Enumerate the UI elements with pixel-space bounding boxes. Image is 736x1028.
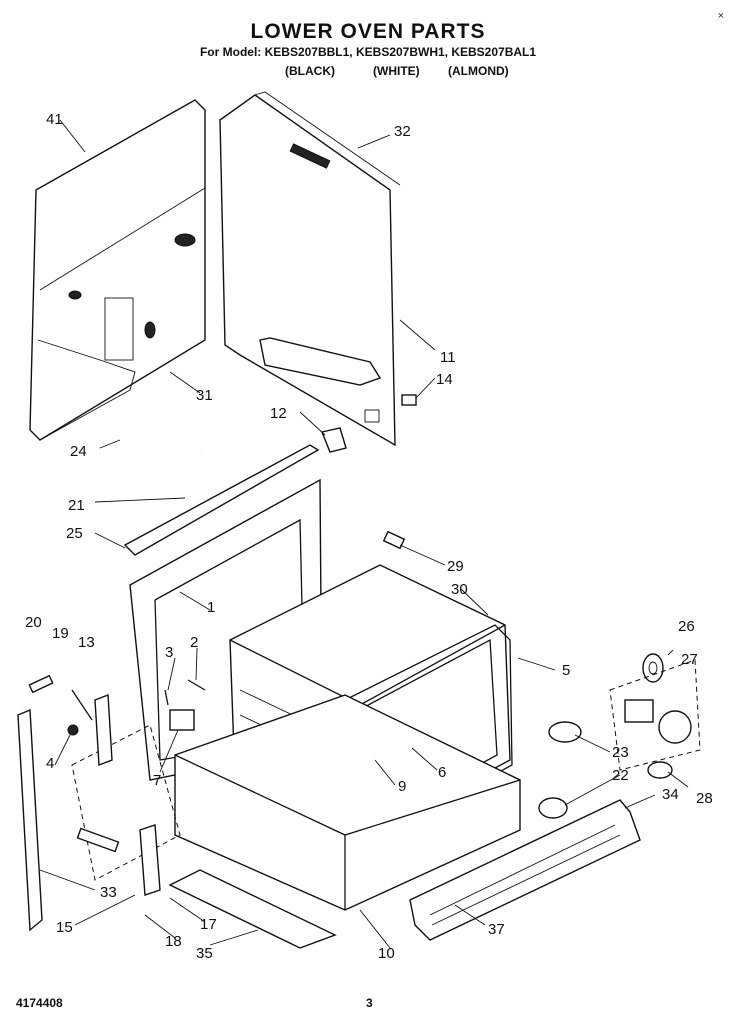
part-37-kick-panel[interactable] <box>409 799 641 941</box>
document-id: 4174408 <box>16 996 63 1010</box>
part-22-element[interactable] <box>538 797 568 819</box>
callout-37: 37 <box>488 921 505 938</box>
callout-2: 2 <box>190 634 198 651</box>
part-13-bracket[interactable] <box>94 694 113 766</box>
callout-19: 19 <box>52 625 69 642</box>
callout-14: 14 <box>436 371 453 388</box>
model-list: For Model: KEBS207BBL1, KEBS207BWH1, KEB… <box>199 45 537 59</box>
callout-7: 7 <box>153 772 161 789</box>
callout-18: 18 <box>165 933 182 950</box>
callout-4: 4 <box>46 755 54 772</box>
part-7-bracket[interactable] <box>169 709 195 731</box>
callout-30: 30 <box>451 581 468 598</box>
callout-23: 23 <box>612 744 629 761</box>
part-23-cap[interactable] <box>548 721 582 743</box>
callout-17: 17 <box>200 916 217 933</box>
callout-5: 5 <box>562 662 570 679</box>
callout-3: 3 <box>165 644 173 661</box>
hinge-assembly[interactable] <box>71 724 181 896</box>
page-number: 3 <box>366 996 373 1010</box>
variant-almond: (ALMOND) <box>448 64 509 78</box>
callout-22: 22 <box>612 767 629 784</box>
callout-6: 6 <box>438 764 446 781</box>
part-3-screw[interactable] <box>164 689 169 706</box>
callout-26: 26 <box>678 618 695 635</box>
part-41-rear-panel[interactable] <box>29 99 206 441</box>
page-title: LOWER OVEN PARTS <box>250 20 486 43</box>
part-32-rear-wall[interactable] <box>219 91 401 447</box>
part-10-base[interactable] <box>174 694 521 911</box>
callout-12: 12 <box>270 405 287 422</box>
part-19-pin[interactable] <box>71 689 93 721</box>
part-33-side-trim[interactable] <box>17 708 43 932</box>
callout-10: 10 <box>378 945 395 962</box>
callout-15: 15 <box>56 919 73 936</box>
callout-20: 20 <box>25 614 42 631</box>
callout-35: 35 <box>196 945 213 962</box>
callout-9: 9 <box>398 778 406 795</box>
callout-27: 27 <box>681 651 698 668</box>
close-icon[interactable]: × <box>717 10 724 22</box>
leader-lines <box>39 119 689 949</box>
callout-24: 24 <box>70 443 87 460</box>
callout-13: 13 <box>78 634 95 651</box>
callout-28: 28 <box>696 790 713 807</box>
callout-labels: 41 32 11 14 31 12 24 21 25 29 30 1 20 19… <box>25 111 713 962</box>
part-28-bulb[interactable] <box>647 761 673 779</box>
callout-1: 1 <box>207 599 215 616</box>
callout-34: 34 <box>662 786 679 803</box>
part-4-nut[interactable] <box>67 724 79 736</box>
callout-41: 41 <box>46 111 63 128</box>
part-25-rail[interactable] <box>123 444 320 556</box>
callout-11: 11 <box>440 349 456 366</box>
callout-25: 25 <box>66 525 83 542</box>
part-2-bolt[interactable] <box>187 679 206 691</box>
part-29-sensor[interactable] <box>382 530 406 550</box>
callout-31: 31 <box>196 387 213 404</box>
variant-white: (WHITE) <box>373 64 420 78</box>
callout-33: 33 <box>100 884 117 901</box>
part-20-spring[interactable] <box>28 674 54 694</box>
part-14-clip[interactable] <box>401 394 417 406</box>
callout-32: 32 <box>394 123 411 140</box>
variant-black: (BLACK) <box>285 64 335 78</box>
part-35-drawer-rail[interactable] <box>168 869 337 949</box>
part-26-washer[interactable] <box>642 653 664 683</box>
part-27-lamp-socket[interactable] <box>609 659 701 771</box>
callout-21: 21 <box>68 497 85 514</box>
callout-29: 29 <box>447 558 464 575</box>
part-12-block[interactable] <box>321 427 347 453</box>
